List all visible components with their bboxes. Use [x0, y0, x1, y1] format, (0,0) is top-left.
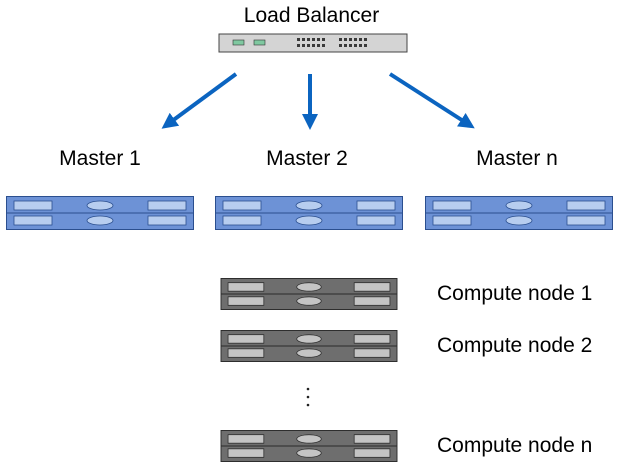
master-n-label: Master n: [476, 147, 558, 170]
master-2-label: Master 2: [266, 147, 348, 170]
arrow-to-master-n: [388, 72, 475, 129]
master-1-server-icon: [6, 196, 194, 230]
master-1-label: Master 1: [59, 147, 141, 170]
load-balancer-switch-icon: [218, 33, 408, 53]
compute-node-n-server-icon: [220, 430, 398, 462]
ellipsis-icon: [306, 387, 310, 407]
compute-node-2-label: Compute node 2: [437, 334, 593, 357]
compute-node-1-label: Compute node 1: [437, 282, 593, 305]
compute-node-n-label: Compute node n: [437, 434, 593, 457]
compute-node-2-server-icon: [220, 330, 398, 362]
master-2-server-icon: [215, 196, 403, 230]
master-n-server-icon: [425, 196, 613, 230]
load-balancer-label: Load Balancer: [243, 4, 380, 27]
arrow-to-master-1: [161, 72, 238, 129]
compute-node-1-server-icon: [220, 278, 398, 310]
